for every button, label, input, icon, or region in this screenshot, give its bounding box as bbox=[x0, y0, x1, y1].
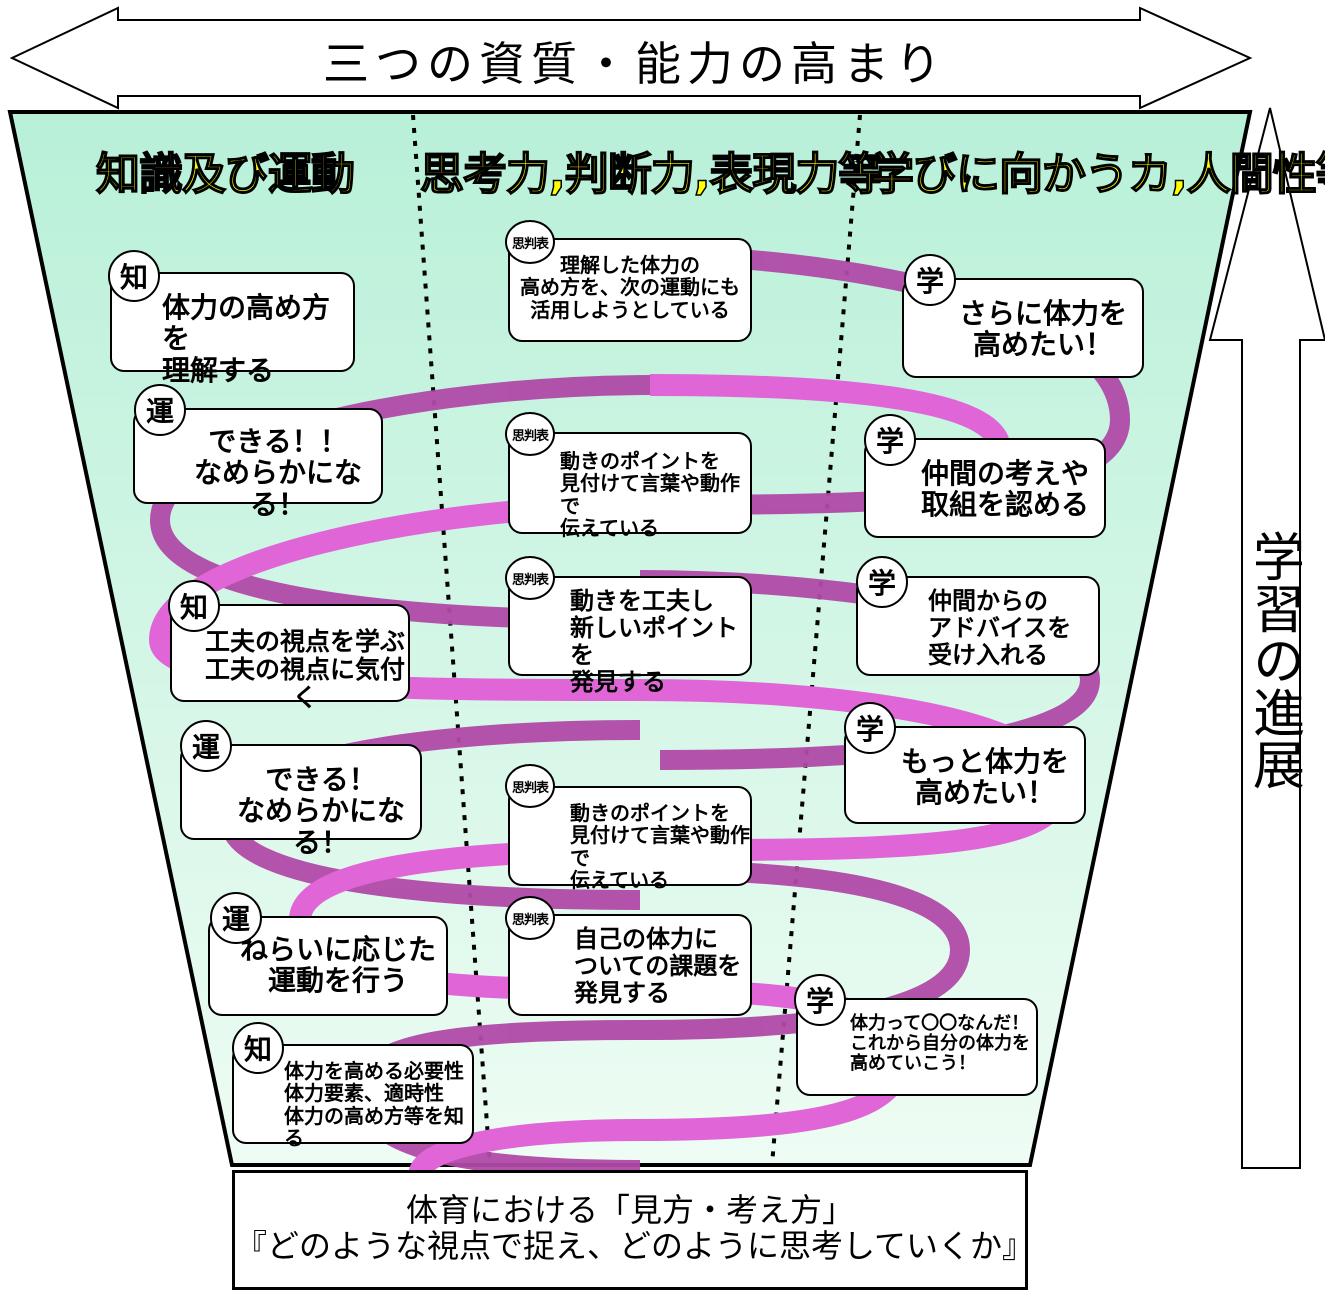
left-box-4-line-1: できる！ bbox=[265, 763, 377, 796]
badge-thinking-4: 思判表 bbox=[505, 764, 555, 808]
middle-box-2: 動きのポイントを 見付けて言葉や動作で 伝えている bbox=[508, 432, 752, 540]
middle-box-2-line-1: 動きのポイントを bbox=[560, 449, 720, 473]
left-box-1-line-2: 理解する bbox=[162, 353, 275, 387]
right-box-3-line-1: 仲間からの bbox=[928, 587, 1048, 615]
badge-exercise-1: 運 bbox=[134, 384, 186, 436]
left-box-4-line-2: なめらかになる！ bbox=[236, 794, 405, 859]
middle-box-4-line-2: 見付けて言葉や動作で bbox=[570, 823, 750, 870]
left-box-3-line-1: 工夫の視点を学ぶ bbox=[204, 627, 405, 656]
badge-knowledge-2: 知 bbox=[168, 580, 220, 632]
middle-box-4: 動きのポイントを 見付けて言葉や動作で 伝えている bbox=[508, 786, 752, 892]
badge-knowledge-1: 知 bbox=[108, 250, 160, 302]
right-box-2-line-1: 仲間の考えや bbox=[920, 457, 1089, 490]
badge-exercise-2: 運 bbox=[180, 720, 232, 772]
badge-learning-4: 学 bbox=[844, 702, 896, 754]
middle-box-4-line-1: 動きのポイントを bbox=[570, 801, 730, 825]
progress-arrow bbox=[1208, 107, 1325, 1169]
badge-exercise-3: 運 bbox=[210, 892, 262, 944]
left-box-6-line-3: 体力の高め方等を知る bbox=[284, 1103, 464, 1151]
viewpoint-line-1: 体育における「見方・考え方」 bbox=[405, 1191, 854, 1229]
left-box-1-line-1: 体力の高め方を bbox=[162, 291, 331, 356]
right-box-1-line-1: さらに体力を bbox=[958, 297, 1127, 330]
right-box-4-line-2: 高めたい！ bbox=[914, 776, 1055, 810]
left-box-5-line-1: ねらいに応じた bbox=[239, 933, 436, 966]
progress-label-text: 学習の進展 bbox=[1243, 530, 1304, 790]
middle-box-1: 理解した体力の 高め方を、次の運動にも 活用しようとしている bbox=[508, 238, 752, 342]
viewpoint-box: 体育における「見方・考え方」 『どのような視点で捉え、どのように思考していくか』 bbox=[232, 1170, 1035, 1290]
middle-box-5-line-3: 発見する bbox=[574, 978, 670, 1007]
middle-box-1-line-3: 活用しようとしている bbox=[530, 297, 730, 322]
right-box-5-line-3: 高めていこう！ bbox=[850, 1053, 976, 1075]
badge-learning-3: 学 bbox=[856, 556, 908, 608]
left-box-6-line-2: 体力要素、適時性 bbox=[284, 1081, 444, 1106]
right-box-4-line-1: もっと体力を bbox=[900, 745, 1069, 778]
middle-box-2-line-2: 見付けて言葉や動作で bbox=[560, 471, 740, 518]
left-box-2-line-1: できる！！ bbox=[208, 425, 348, 458]
middle-box-3-line-1: 動きを工夫し bbox=[570, 587, 714, 615]
left-box-5-line-2: 運動を行う bbox=[267, 964, 408, 998]
right-box-4: もっと体力を 高めたい！ bbox=[844, 726, 1086, 824]
viewpoint-line-2: 『どのような視点で捉え、どのように思考していくか』 bbox=[235, 1226, 1035, 1265]
column-heading-knowledge: 知識及び運動 bbox=[95, 148, 356, 201]
column-heading-thinking: 思考力,判断力,表現力等 bbox=[419, 148, 883, 201]
page-title: 三つの資質・能力の高まり bbox=[323, 37, 947, 91]
column-heading-attitude: 学びに向かうカ,人間性等 bbox=[869, 148, 1325, 201]
middle-box-5-line-1: 自己の体力に bbox=[574, 925, 718, 953]
right-box-2-line-2: 取組を認める bbox=[920, 488, 1089, 522]
middle-box-4-line-3: 伝えている bbox=[570, 868, 669, 893]
right-box-1-line-2: 高めたい！ bbox=[972, 328, 1113, 362]
right-box-3: 仲間からの アドバイスを 受け入れる bbox=[856, 576, 1100, 676]
right-box-3-line-2: アドバイスを bbox=[928, 613, 1072, 642]
right-box-1: さらに体力を 高めたい！ bbox=[902, 278, 1144, 378]
right-box-5-line-2: これから自分の体力を bbox=[850, 1033, 1030, 1055]
right-box-5-line-1: 体力って〇〇なんだ！ bbox=[850, 1013, 1030, 1034]
left-box-6-line-1: 体力を高める必要性 bbox=[284, 1059, 464, 1083]
left-box-1: 体力の高め方を 理解する bbox=[110, 272, 355, 386]
badge-learning-5: 学 bbox=[794, 974, 846, 1026]
middle-box-2-line-3: 伝えている bbox=[560, 516, 659, 541]
badge-thinking-1: 思判表 bbox=[505, 220, 555, 264]
badge-thinking-2: 思判表 bbox=[505, 412, 555, 456]
middle-box-1-line-2: 高め方を、次の運動にも bbox=[520, 275, 740, 300]
badge-learning-1: 学 bbox=[904, 254, 956, 306]
middle-box-3-line-3: 発見する bbox=[570, 667, 666, 696]
progress-label: 学習の進展 bbox=[1242, 530, 1303, 804]
badge-thinking-5: 思判表 bbox=[505, 896, 555, 940]
middle-box-5-line-2: ついての課題を bbox=[574, 951, 742, 980]
badge-thinking-3: 思判表 bbox=[505, 556, 555, 600]
badge-knowledge-3: 知 bbox=[232, 1022, 284, 1074]
middle-box-3-line-2: 新しいポイントを bbox=[570, 613, 738, 669]
left-box-3-line-2: 工夫の視点に気付く bbox=[204, 655, 405, 712]
left-box-2-line-2: なめらかになる！ bbox=[193, 456, 362, 521]
top-double-arrow bbox=[9, 6, 1253, 110]
right-box-3-line-3: 受け入れる bbox=[928, 640, 1048, 669]
badge-learning-2: 学 bbox=[864, 414, 916, 466]
middle-box-3: 動きを工夫し 新しいポイントを 発見する bbox=[508, 576, 752, 695]
middle-box-1-line-1: 理解した体力の bbox=[560, 253, 700, 277]
